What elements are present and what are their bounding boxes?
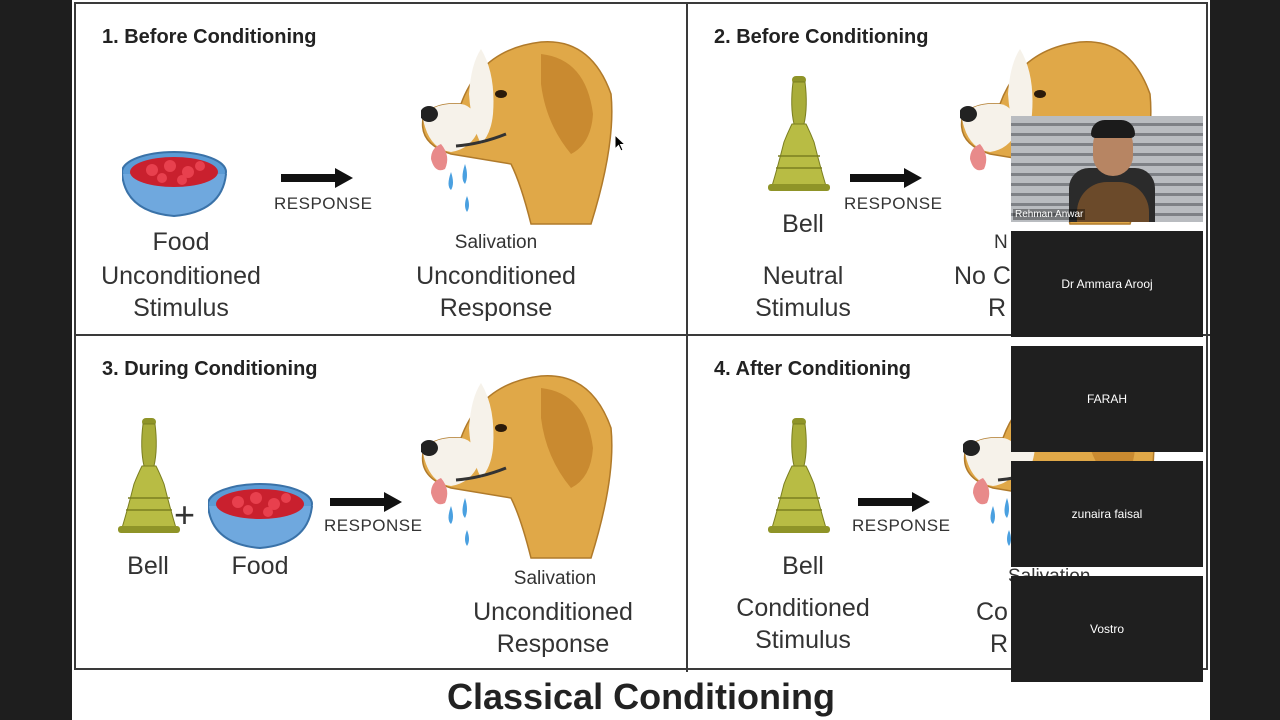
result-line2: Response: [448, 628, 658, 661]
panel-title: 2. Before Conditioning: [714, 26, 928, 49]
participant-tile[interactable]: zunaira faisal: [1011, 461, 1203, 567]
response-label: RESPONSE: [852, 516, 950, 536]
left-dark-margin: [0, 0, 72, 720]
stimulus-line1: Unconditioned: [76, 260, 286, 293]
reaction-label: Salivation: [436, 232, 556, 254]
panel-title: 3. During Conditioning: [102, 358, 318, 381]
participant-name: Vostro: [1011, 622, 1203, 636]
bell-icon: [768, 76, 832, 196]
dog-icon: [421, 368, 621, 564]
food-label: Food: [210, 550, 310, 583]
stimulus-line1: Neutral: [728, 260, 878, 293]
active-speaker-video[interactable]: Rehman Anwar: [1011, 116, 1203, 222]
participant-name: Dr Ammara Arooj: [1011, 277, 1203, 291]
speaker-hair: [1091, 120, 1135, 138]
arrow-right-icon: [281, 168, 355, 188]
dog-icon: [421, 34, 621, 230]
participant-tile[interactable]: FARAH: [1011, 346, 1203, 452]
mouse-cursor-icon: [614, 134, 626, 152]
right-dark-margin: [1210, 0, 1280, 720]
panel-title: 1. Before Conditioning: [102, 26, 316, 49]
result-line2: R: [990, 628, 1008, 661]
arrow-right-icon: [858, 492, 932, 512]
result-line1: Co: [976, 596, 1008, 629]
stimulus-line1: Conditioned: [708, 592, 898, 625]
stimulus-line2: Stimulus: [106, 292, 256, 325]
bell-icon: [768, 418, 832, 538]
result-line2: R: [988, 292, 1006, 325]
food-bowl-icon: [208, 482, 314, 552]
stimulus-line2: Stimulus: [728, 292, 878, 325]
panel-title: 4. After Conditioning: [714, 358, 911, 381]
speaker-body: [1077, 182, 1149, 222]
stimulus-line2: Stimulus: [728, 624, 878, 657]
participant-name: FARAH: [1011, 392, 1203, 406]
participant-name: zunaira faisal: [1011, 507, 1203, 521]
result-line2: Response: [396, 292, 596, 325]
response-label: RESPONSE: [844, 194, 942, 214]
bell-label: Bell: [98, 550, 198, 583]
response-label: RESPONSE: [274, 194, 372, 214]
participant-tile[interactable]: Vostro: [1011, 576, 1203, 682]
bell-icon: [118, 418, 182, 538]
response-label: RESPONSE: [324, 516, 422, 536]
food-bowl-icon: [122, 150, 228, 220]
stimulus-item-label: Food: [106, 226, 256, 259]
slide-footer-title: Classical Conditioning: [72, 676, 1210, 718]
reaction-label: Salivation: [480, 568, 630, 590]
plus-sign: +: [174, 498, 195, 531]
arrow-right-icon: [330, 492, 404, 512]
panel-during-conditioning: 3. During Conditioning + Bell Food RESPO…: [76, 336, 684, 666]
speaker-name-label: Rehman Anwar: [1013, 209, 1085, 220]
result-line1: Unconditioned: [448, 596, 658, 629]
result-line1: No C: [954, 260, 1011, 293]
result-line1: Unconditioned: [396, 260, 596, 293]
reaction-label: N: [994, 232, 1008, 254]
arrow-right-icon: [850, 168, 924, 188]
participant-tile[interactable]: Dr Ammara Arooj: [1011, 231, 1203, 337]
panel-before-conditioning-1: 1. Before Conditioning Food Unconditione…: [76, 4, 684, 334]
stimulus-item-label: Bell: [728, 550, 878, 583]
